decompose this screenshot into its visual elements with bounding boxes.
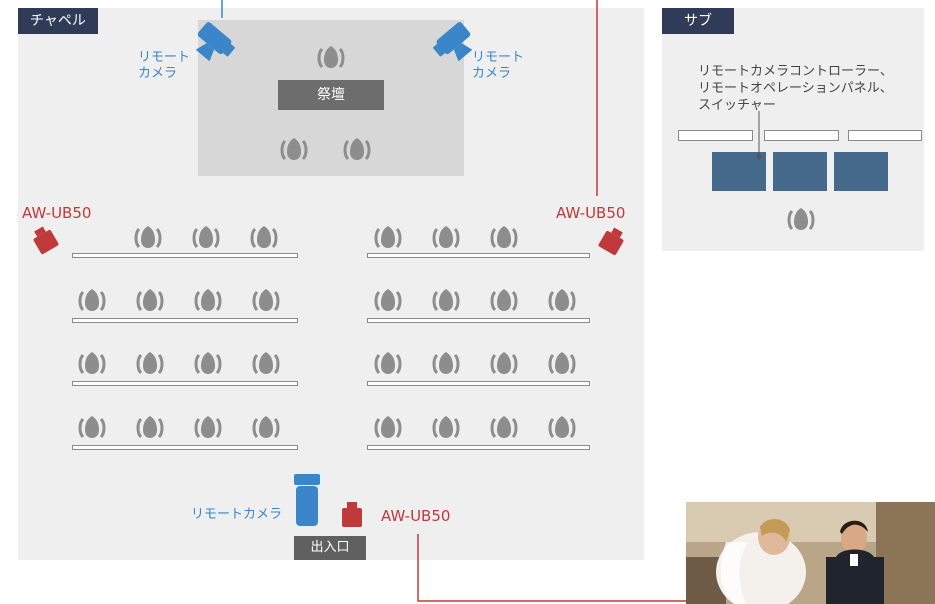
chapel-title: チャペル xyxy=(18,8,98,34)
pew xyxy=(72,318,298,323)
remote-camera-label-bottom: リモートカメラ xyxy=(191,507,283,522)
person-icon xyxy=(194,350,222,376)
remote-camera-label-right: リモート カメラ xyxy=(472,50,524,82)
aw-ub50-camera-icon xyxy=(342,502,362,527)
person-icon xyxy=(374,287,402,313)
person-icon xyxy=(136,287,164,313)
person-icon xyxy=(252,350,280,376)
person-icon xyxy=(252,287,280,313)
sub-room-area xyxy=(662,8,924,251)
person-icon xyxy=(374,350,402,376)
person-icon xyxy=(78,414,106,440)
pew xyxy=(367,445,590,450)
sub-description: リモートカメラコントローラー、 リモートオペレーションパネル、 スイッチャー xyxy=(698,63,893,114)
aw-ub50-camera-icon xyxy=(598,227,624,256)
remote-camera-icon xyxy=(294,474,320,526)
console-desk xyxy=(678,130,753,141)
pointer-dot xyxy=(756,154,762,160)
label-line: カメラ xyxy=(472,66,512,81)
remote-camera-icon xyxy=(433,22,473,62)
pew xyxy=(367,381,590,386)
label-line: カメラ xyxy=(138,66,178,81)
person-icon xyxy=(432,350,460,376)
person-icon xyxy=(317,44,345,70)
console-desk xyxy=(848,130,922,141)
label-line: リモート xyxy=(472,50,525,65)
aw-ub50-camera-icon xyxy=(33,226,59,255)
person-icon xyxy=(490,224,518,250)
person-icon xyxy=(78,350,106,376)
person-icon xyxy=(432,414,460,440)
person-icon xyxy=(548,414,576,440)
person-icon xyxy=(432,224,460,250)
monitor xyxy=(834,152,888,191)
person-icon xyxy=(134,224,162,250)
wedding-photo-image xyxy=(686,502,935,604)
person-icon xyxy=(280,136,308,162)
person-icon xyxy=(490,350,518,376)
remote-camera-icon xyxy=(195,22,235,62)
person-icon xyxy=(136,414,164,440)
monitor xyxy=(773,152,827,191)
person-icon xyxy=(194,414,222,440)
exit-label: 出入口 xyxy=(294,536,366,560)
console-desk xyxy=(764,130,839,141)
sub-description-line: リモートカメラコントローラー、 xyxy=(698,64,893,79)
person-icon xyxy=(78,287,106,313)
altar-label: 祭壇 xyxy=(278,80,384,110)
aw-ub50-label-left: AW-UB50 xyxy=(22,204,92,222)
wedding-photo xyxy=(686,502,935,604)
person-icon xyxy=(252,414,280,440)
person-icon xyxy=(490,414,518,440)
person-icon xyxy=(787,206,815,232)
remote-camera-label-left: リモート カメラ xyxy=(138,50,190,82)
sub-description-line: スイッチャー xyxy=(698,98,776,113)
person-icon xyxy=(136,350,164,376)
person-icon xyxy=(374,224,402,250)
pew xyxy=(72,445,298,450)
pew xyxy=(367,318,590,323)
person-icon xyxy=(343,136,371,162)
aw-ub50-label-right: AW-UB50 xyxy=(556,204,626,222)
pew xyxy=(72,253,298,258)
person-icon xyxy=(374,414,402,440)
person-icon xyxy=(250,224,278,250)
person-icon xyxy=(548,350,576,376)
pew xyxy=(72,381,298,386)
person-icon xyxy=(432,287,460,313)
connection-line xyxy=(417,534,686,602)
aw-ub50-label-bottom: AW-UB50 xyxy=(381,507,451,525)
person-icon xyxy=(490,287,518,313)
sub-description-line: リモートオペレーションパネル、 xyxy=(698,81,893,96)
person-icon xyxy=(548,287,576,313)
sub-room-title: サブ xyxy=(662,8,734,34)
pew xyxy=(367,253,590,258)
label-line: リモート xyxy=(138,50,191,65)
person-icon xyxy=(194,287,222,313)
person-icon xyxy=(192,224,220,250)
